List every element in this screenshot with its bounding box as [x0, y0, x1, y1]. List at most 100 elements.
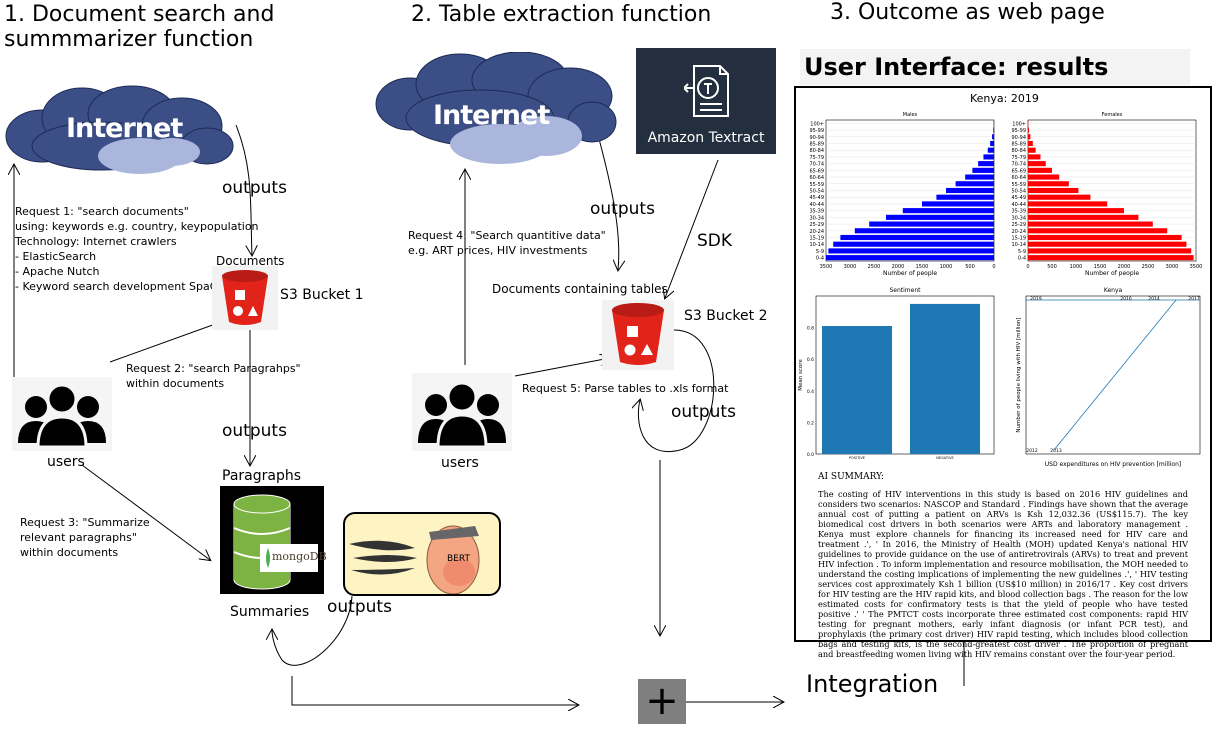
sentiment-bar — [822, 326, 892, 454]
age-tick-label: 95-99 — [1011, 128, 1026, 134]
x-tick-label: 500 — [965, 264, 975, 270]
female-bar — [1028, 127, 1029, 133]
x-tick-label: 2000 — [892, 264, 905, 270]
arrow-users1-to-bucket1 — [109, 318, 232, 363]
females-xlabel: Number of people — [1085, 270, 1139, 277]
male-bar — [946, 187, 994, 194]
male-bar — [987, 147, 994, 153]
amazon-textract-box — [636, 48, 776, 154]
x-tick-label: 2500 — [868, 264, 881, 270]
s3-bucket-2-label: S3 Bucket 2 — [684, 308, 768, 324]
request-2-text: Request 2: "search Paragrahps" within do… — [126, 362, 301, 390]
category-tick-label: POSITIVE — [849, 456, 865, 460]
female-bar — [1028, 255, 1194, 261]
arrow-internet-to-documents — [235, 124, 252, 255]
section-2-title: 2. Table extraction function — [411, 2, 712, 27]
age-tick-label: 10-14 — [809, 242, 824, 248]
age-tick-label: 30-34 — [809, 215, 824, 221]
female-bar — [1028, 194, 1091, 200]
male-bar — [833, 241, 994, 247]
female-bar — [1028, 234, 1182, 241]
documents-with-tables-label: Documents containing tables — [492, 282, 668, 296]
age-tick-label: 65-69 — [809, 168, 824, 174]
female-bar — [1028, 134, 1031, 140]
male-bar — [902, 208, 994, 214]
age-tick-label: 100+ — [810, 121, 824, 127]
x-tick-label: 3500 — [1190, 264, 1203, 270]
female-bar — [1028, 221, 1153, 227]
male-bar — [965, 174, 994, 180]
internet-cloud-2-label: Internet — [433, 100, 550, 131]
x-tick-label: 0 — [992, 264, 995, 270]
male-bar — [869, 221, 994, 227]
female-bar — [1028, 167, 1052, 173]
x-tick-label: 3000 — [1166, 264, 1179, 270]
age-tick-label: 15-19 — [809, 236, 824, 242]
users-icon — [412, 373, 512, 451]
outputs-label-1: outputs — [222, 178, 287, 198]
age-tick-label: 70-74 — [1011, 162, 1026, 168]
amazon-textract-label: Amazon Textract — [647, 130, 765, 146]
bert-box: BERT — [343, 512, 501, 596]
age-tick-label: 55-59 — [1011, 182, 1026, 188]
x-tick-label: 1000 — [1070, 264, 1083, 270]
age-tick-label: 100+ — [1012, 121, 1026, 127]
x-tick-label: 500 — [1047, 264, 1057, 270]
age-tick-label: 0-4 — [1018, 256, 1026, 262]
internet-cloud-icon — [375, 52, 617, 164]
integration-label: Integration — [806, 670, 939, 698]
male-bar — [886, 214, 994, 220]
males-title: Males — [903, 112, 918, 118]
female-bar — [1028, 187, 1079, 194]
x-tick-label: 1500 — [916, 264, 929, 270]
section-1-title: 1. Document search and — [4, 2, 275, 27]
male-bar — [854, 228, 994, 234]
bert-mascot-icon — [349, 525, 480, 595]
male-bar — [922, 201, 994, 207]
male-bar — [983, 154, 994, 160]
female-bar — [1028, 241, 1187, 247]
y-tick-label: 0.4 — [807, 389, 814, 395]
age-tick-label: 30-34 — [1011, 215, 1026, 221]
outputs-label-4: outputs — [671, 402, 736, 422]
request-5-text: Request 5: Parse tables to .xls format — [522, 382, 729, 395]
female-bar — [1028, 140, 1033, 147]
paragraphs-label: Paragraphs — [222, 468, 302, 484]
arrow-bucket2-loop — [638, 329, 715, 453]
age-tick-label: 60-64 — [809, 175, 824, 181]
point-label: 2013 — [1050, 448, 1062, 454]
age-tick-label: 75-79 — [809, 155, 824, 161]
male-bar — [936, 194, 994, 200]
summaries-label: Summaries — [230, 604, 310, 620]
sdk-label: SDK — [697, 231, 733, 251]
female-bar — [1028, 201, 1108, 207]
sentiment-frame — [815, 295, 995, 455]
arrow-internet-to-bucket2 — [597, 134, 619, 270]
age-tick-label: 85-89 — [809, 142, 824, 148]
point-label: 2019 — [1030, 296, 1042, 302]
users-1-label: users — [47, 454, 85, 470]
ai-summary-heading: AI SUMMARY: — [818, 472, 884, 482]
internet-cloud-icon — [5, 85, 234, 174]
age-tick-label: 20-24 — [1011, 229, 1026, 235]
males-xlabel: Number of people — [883, 270, 937, 277]
internet-cloud-1-label: Internet — [66, 113, 183, 144]
age-tick-label: 50-54 — [809, 189, 824, 195]
x-tick-label: 3000 — [844, 264, 857, 270]
kenya-ylabel: Number of people living with HIV [millio… — [1016, 317, 1022, 432]
bert-label: BERT — [447, 554, 470, 564]
outputs-label-5: outputs — [327, 597, 392, 617]
age-tick-label: 40-44 — [809, 202, 824, 208]
y-tick-label: 0.0 — [807, 452, 814, 458]
age-tick-label: 90-94 — [1011, 135, 1026, 141]
documents-label: Documents — [216, 254, 285, 268]
x-tick-label: 2000 — [1118, 264, 1131, 270]
ai-summary-text: The costing of HIV interventions in this… — [818, 489, 1188, 659]
kenya-line — [1026, 299, 1200, 451]
outputs-label-3: outputs — [222, 421, 287, 441]
age-tick-label: 45-49 — [1011, 195, 1026, 201]
point-label: 2012 — [1026, 448, 1038, 454]
document-scan-icon — [684, 65, 729, 117]
age-tick-label: 60-64 — [1011, 175, 1026, 181]
